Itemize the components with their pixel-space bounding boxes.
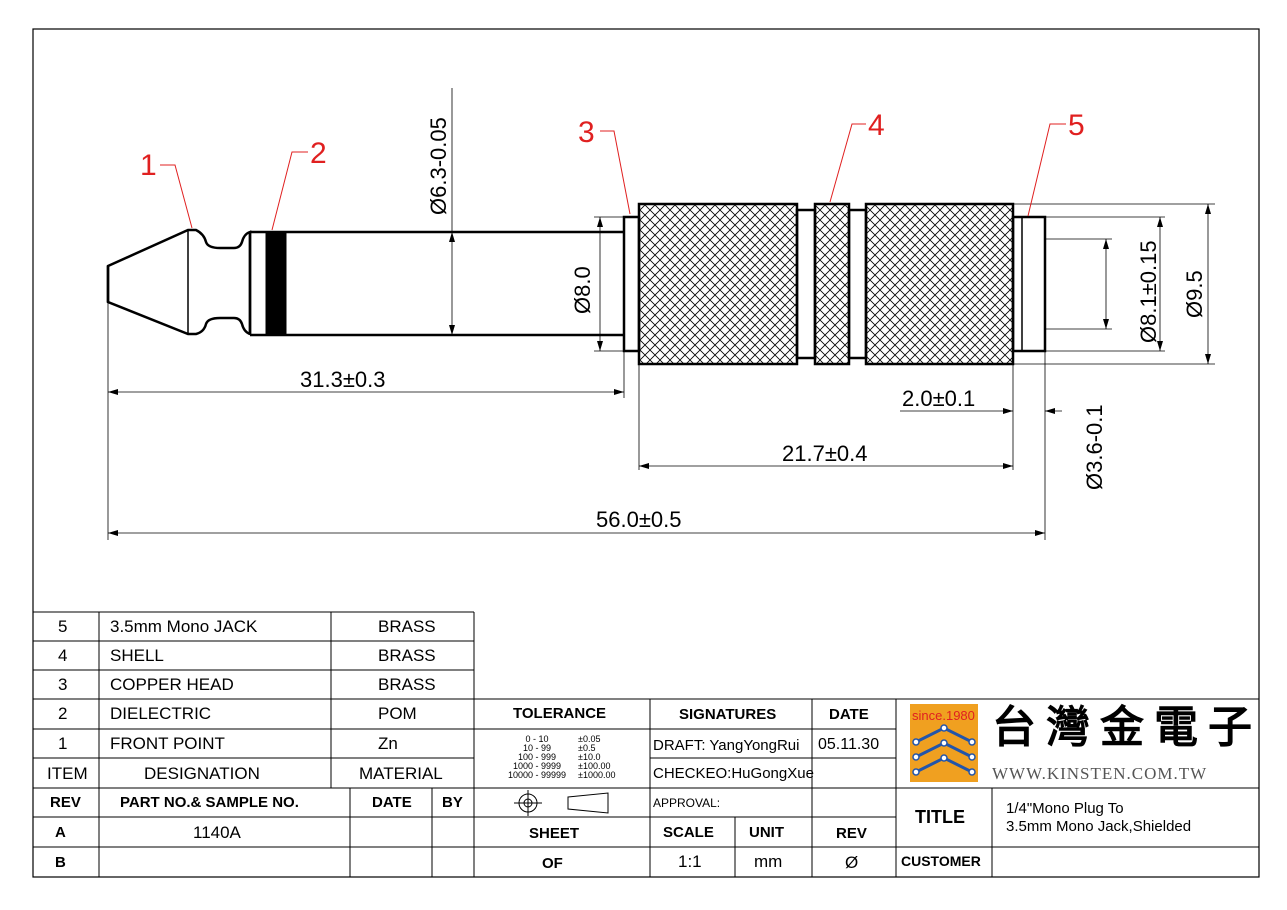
copper-head xyxy=(622,215,641,353)
bom-item-3: 3 xyxy=(58,675,68,694)
dim-56-0: 56.0±0.5 xyxy=(596,507,681,532)
bom-material-3: BRASS xyxy=(378,675,436,694)
dim-2-0: 2.0±0.1 xyxy=(902,386,975,411)
bom-material-4: BRASS xyxy=(378,646,436,665)
bom-item-4: 4 xyxy=(58,646,68,665)
date-title: DATE xyxy=(829,706,869,723)
signature-draft: DRAFT: YangYongRui xyxy=(653,737,800,754)
bom-designation-1: FRONT POINT xyxy=(110,734,225,753)
tolerance-title: TOLERANCE xyxy=(513,705,607,722)
bom-item-1: 1 xyxy=(58,734,68,753)
callout-4: 4 xyxy=(868,109,885,142)
shell-knurl-3 xyxy=(864,202,1015,366)
sheet-label: SHEET xyxy=(529,825,580,842)
projection-symbol xyxy=(514,790,609,816)
bom-designation-2: DIELECTRIC xyxy=(110,704,212,723)
shell-groove-2 xyxy=(847,208,868,360)
shell-knurl-1 xyxy=(637,202,799,366)
dim-8-0: Ø8.0 xyxy=(570,266,595,314)
tolerance-table: 0 - 10±0.05 10 - 99±0.5 100 - 999±10.0 1… xyxy=(496,735,646,780)
rev-title: REV xyxy=(836,825,867,842)
of-label: OF xyxy=(542,855,563,872)
dielectric-ring xyxy=(265,231,287,336)
shell-groove-1 xyxy=(795,208,817,360)
scale-value: 1:1 xyxy=(678,852,702,871)
unit-value: mm xyxy=(754,852,783,871)
rev-value: Ø xyxy=(845,853,859,872)
bom-material-2: POM xyxy=(378,704,417,723)
title-line-2: 3.5mm Mono Jack,Shielded xyxy=(1006,818,1192,835)
callout-leaders xyxy=(160,123,1066,231)
company-website: WWW.KINSTEN.COM.TW xyxy=(992,764,1208,783)
jack-end xyxy=(1011,215,1047,353)
dim-8-1: Ø8.1±0.15 xyxy=(1136,240,1161,343)
rev-a: A xyxy=(55,824,66,841)
rev-header-by: BY xyxy=(442,794,463,811)
bom-material-5: BRASS xyxy=(378,617,436,636)
callout-3: 3 xyxy=(578,116,595,149)
front-point-tip xyxy=(106,228,252,336)
rev-header-part: PART NO.& SAMPLE NO. xyxy=(120,794,299,811)
company-logo: since.1980 xyxy=(910,704,978,782)
rev-header-rev: REV xyxy=(50,794,81,811)
dim-9-5: Ø9.5 xyxy=(1182,270,1207,318)
signature-approval: APPROVAL: xyxy=(653,796,721,810)
bom-header-item: ITEM xyxy=(47,764,88,783)
scale-title: SCALE xyxy=(663,824,714,841)
bom-designation-5: 3.5mm Mono JACK xyxy=(110,617,258,636)
rev-b: B xyxy=(55,854,66,871)
dim-31-3: 31.3±0.3 xyxy=(300,367,385,392)
tolerance-row: 10 - 99±0.5 xyxy=(522,743,596,753)
title-label: TITLE xyxy=(915,807,965,827)
callout-1: 1 xyxy=(140,149,157,182)
sleeve xyxy=(250,230,624,337)
bom-material-1: Zn xyxy=(378,734,398,753)
dim-21-7: 21.7±0.4 xyxy=(782,441,867,466)
signature-checked: CHECKEO:HuGongXue xyxy=(653,765,814,782)
callout-5: 5 xyxy=(1068,109,1085,142)
rev-a-part: 1140A xyxy=(193,823,241,842)
table-grid xyxy=(33,611,1260,877)
dim-3-6: Ø3.6-0.1 xyxy=(1082,404,1107,490)
bom-header-material: MATERIAL xyxy=(359,764,443,783)
date-value: 05.11.30 xyxy=(818,736,880,753)
bom-designation-4: SHELL xyxy=(110,646,164,665)
tolerance-row: 0 - 10±0.05 xyxy=(525,734,601,744)
title-line-1: 1/4"Mono Plug To xyxy=(1006,800,1124,817)
dimension-arrows xyxy=(108,204,1211,536)
logo-since: since.1980 xyxy=(912,708,975,723)
dimension-labels: Ø6.3-0.05 Ø8.0 Ø8.1±0.15 Ø9.5 Ø3.6-0.1 3… xyxy=(300,117,1207,532)
dimension-lines xyxy=(107,88,1215,540)
bom-header-designation: DESIGNATION xyxy=(144,764,260,783)
bom-item-2: 2 xyxy=(58,704,68,723)
plug-drawing xyxy=(106,202,1047,366)
callout-numbers: 1 2 3 4 5 xyxy=(140,109,1085,182)
customer-label: CUSTOMER xyxy=(901,853,981,869)
rev-header-date: DATE xyxy=(372,794,412,811)
bom-designation-3: COPPER HEAD xyxy=(110,675,234,694)
sheet-border xyxy=(32,28,1260,878)
bom-item-5: 5 xyxy=(58,617,68,636)
tolerance-row: 1000 - 9999±100.00 xyxy=(512,761,611,771)
shell-knurl-2 xyxy=(813,202,851,366)
dim-6-3: Ø6.3-0.05 xyxy=(426,117,451,215)
tolerance-row: 100 - 999±10.0 xyxy=(517,752,601,762)
company-name: 台灣金電子 xyxy=(992,702,1262,753)
callout-2: 2 xyxy=(310,137,327,170)
tolerance-row: 10000 - 99999±1000.00 xyxy=(507,770,616,780)
unit-title: UNIT xyxy=(749,824,784,841)
signatures-title: SIGNATURES xyxy=(679,706,777,723)
